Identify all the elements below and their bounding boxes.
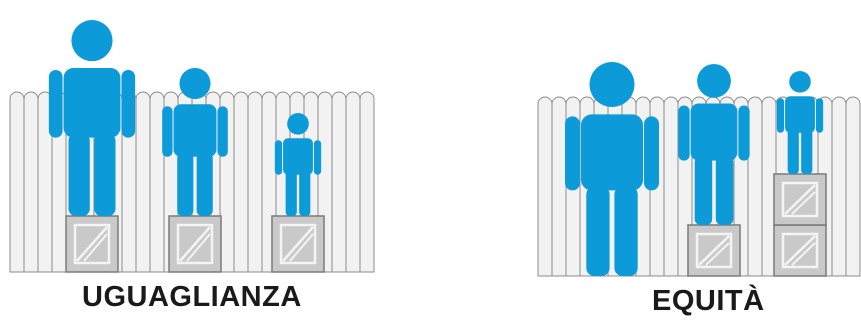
fence-board [748, 97, 762, 276]
fence-board [10, 92, 24, 272]
crate-icon [774, 225, 826, 276]
equity-caption: EQUITÀ [652, 285, 765, 318]
equality-panel [10, 20, 374, 272]
fence-board [150, 92, 164, 272]
fence-board [234, 92, 248, 272]
fence-board [332, 92, 346, 272]
equity-panel [538, 62, 860, 276]
crate-icon [774, 174, 826, 225]
fence-board [248, 92, 262, 272]
equality-caption: UGUAGLIANZA [82, 281, 302, 314]
fence-board [846, 97, 860, 276]
fence-board [24, 92, 38, 272]
fence-board [136, 92, 150, 272]
crate-icon [688, 225, 740, 276]
fence-board [664, 97, 678, 276]
fence-board [832, 97, 846, 276]
fence-board [538, 97, 552, 276]
fence-board [346, 92, 360, 272]
fence-board [360, 92, 374, 272]
crate-icon [272, 216, 324, 272]
crate-icon [66, 216, 118, 272]
crate-icon [169, 216, 221, 272]
fence-board [552, 97, 566, 276]
